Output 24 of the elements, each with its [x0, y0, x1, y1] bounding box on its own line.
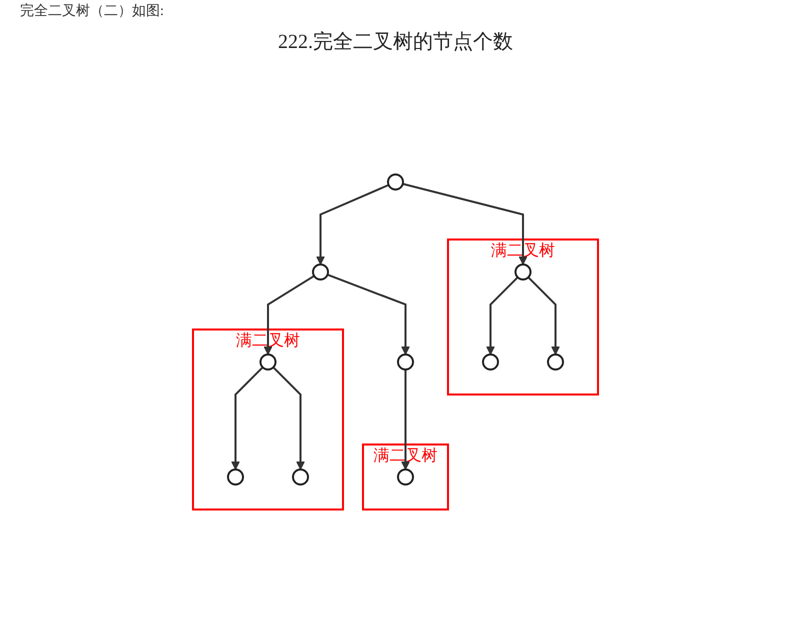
arrow	[231, 366, 264, 470]
arrow	[316, 184, 390, 265]
node-circle	[387, 174, 404, 190]
node-circle	[547, 354, 564, 370]
arrow	[272, 366, 305, 470]
diagram-title: 222.完全二叉树的节点个数	[277, 30, 514, 55]
arrow	[402, 182, 528, 265]
arrow	[264, 275, 315, 355]
node-circle	[397, 468, 414, 486]
arrow	[401, 370, 410, 470]
cluster: 满二叉树	[362, 444, 449, 510]
cluster: 满二叉树	[192, 328, 344, 510]
node-circle	[312, 264, 329, 280]
arrow	[528, 276, 560, 355]
cluster: 满二叉树	[447, 238, 599, 396]
node-circle	[482, 354, 499, 370]
node-circle	[292, 468, 309, 486]
node-circle	[227, 468, 244, 486]
node-circle	[260, 354, 276, 370]
arrow	[327, 274, 410, 355]
node-circle	[397, 354, 414, 370]
arrow	[486, 276, 518, 355]
node-circle	[514, 264, 532, 280]
note-text: 完全二叉树（二）如图:	[20, 2, 164, 20]
